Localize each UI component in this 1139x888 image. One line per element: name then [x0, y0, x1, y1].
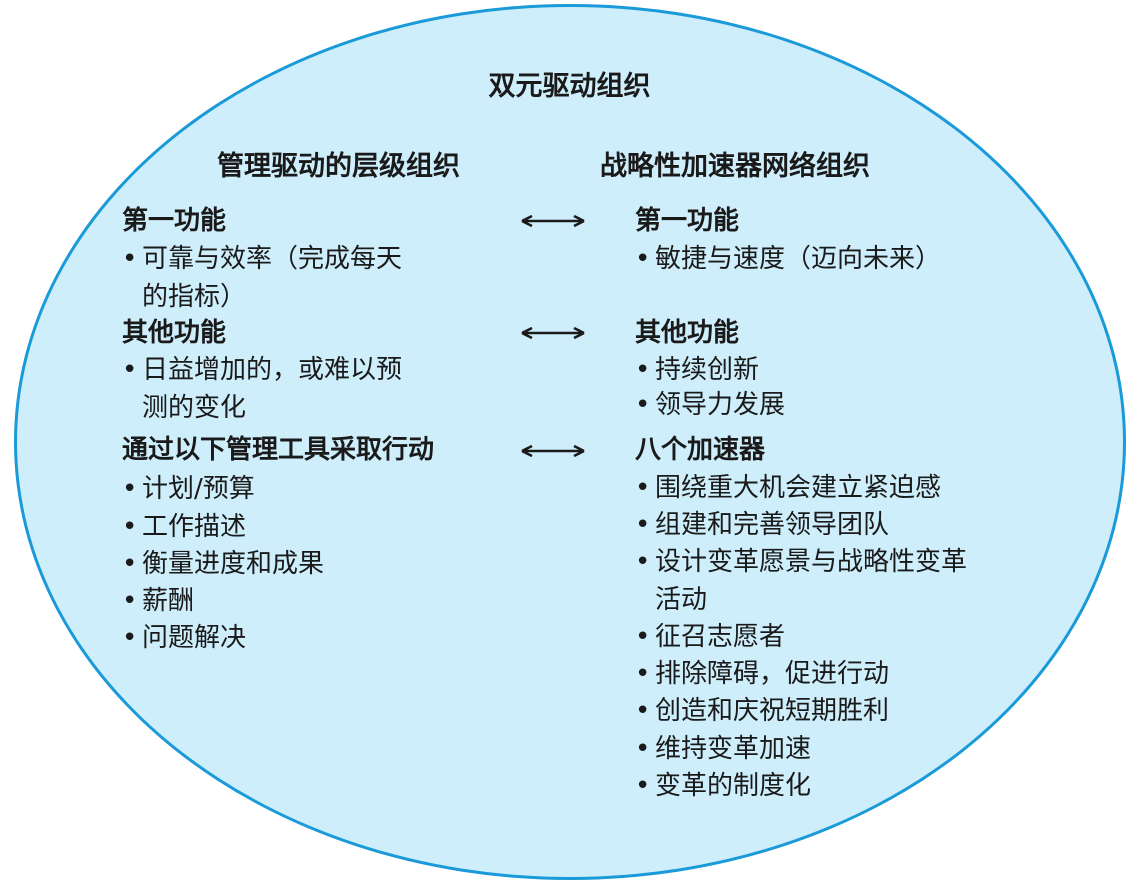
left-other-heading: 其他功能: [122, 318, 227, 348]
left-action-item: 衡量进度和成果: [122, 549, 324, 579]
right-other-item: 领导力发展: [635, 390, 785, 420]
accelerator-item: 征召志愿者: [635, 622, 785, 652]
dual-system-ellipse: [14, 4, 1126, 880]
right-primary-heading: 第一功能: [635, 206, 740, 236]
left-action-item: 工作描述: [122, 512, 246, 542]
right-accelerators-heading: 八个加速器: [635, 435, 766, 465]
accelerator-item: 创造和庆祝短期胜利: [635, 696, 889, 726]
double-arrow-icon: [521, 326, 585, 340]
accelerator-item: 组建和完善领导团队: [635, 510, 889, 540]
left-action-heading: 通过以下管理工具采取行动: [122, 435, 435, 465]
double-arrow-icon: [521, 444, 585, 458]
double-arrow-icon: [521, 214, 585, 228]
diagram-title: 双元驱动组织: [488, 71, 651, 102]
left-primary-heading: 第一功能: [122, 206, 227, 236]
left-primary-item-cont: 的指标）: [142, 282, 247, 312]
accelerator-item: 变革的制度化: [635, 771, 811, 801]
right-column-header: 战略性加速器网络组织: [600, 151, 870, 182]
left-primary-item: 可靠与效率（完成每天: [122, 244, 402, 274]
accelerator-item: 设计变革愿景与战略性变革: [635, 547, 967, 577]
accelerator-item: 维持变革加速: [635, 734, 811, 764]
accelerator-item-cont: 活动: [655, 585, 708, 615]
left-other-item: 日益增加的，或难以预: [122, 355, 402, 385]
right-other-heading: 其他功能: [635, 318, 740, 348]
left-other-item-cont: 测的变化: [142, 393, 247, 423]
accelerator-item: 围绕重大机会建立紧迫感: [635, 473, 941, 503]
left-column-header: 管理驱动的层级组织: [217, 151, 460, 182]
accelerator-item: 排除障碍，促进行动: [635, 659, 889, 689]
right-primary-item: 敏捷与速度（迈向未来）: [635, 244, 941, 274]
right-other-item: 持续创新: [635, 355, 759, 385]
left-action-item: 问题解决: [122, 623, 246, 653]
left-action-item: 计划/预算: [122, 474, 255, 504]
left-action-item: 薪酬: [122, 586, 194, 616]
